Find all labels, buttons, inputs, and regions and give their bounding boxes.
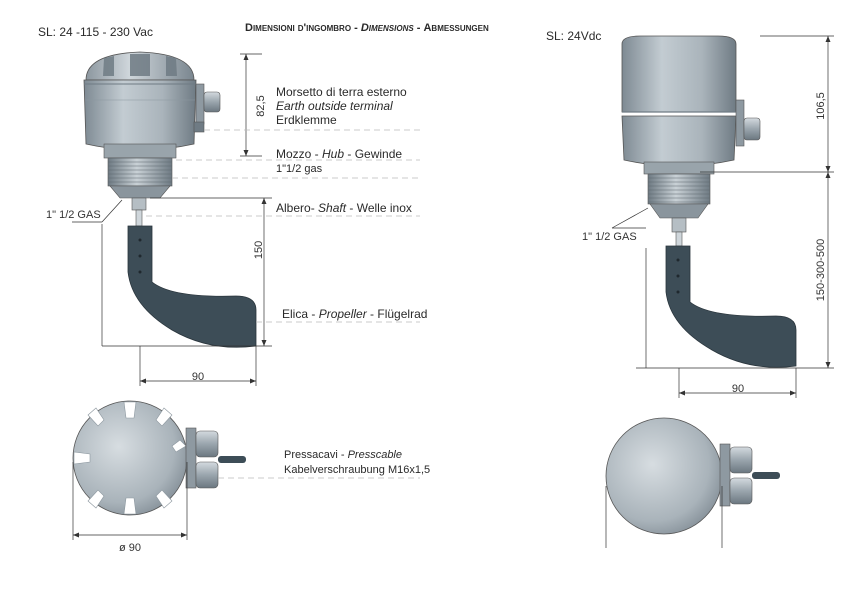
dc-housing-bottom xyxy=(621,115,737,167)
dc-cable-gland xyxy=(743,117,761,141)
ac-dimension-lines xyxy=(72,53,272,386)
earth-terminal-italian: Morsetto di terra esterno xyxy=(276,85,407,99)
dc-housing-top xyxy=(621,35,737,113)
hub-label-italian: Mozzo - xyxy=(276,147,322,161)
earth-terminal-english: Earth outside terminal xyxy=(276,99,393,113)
ac-top-dimension xyxy=(72,462,188,540)
title-italian: Dimensioni d'ingombro xyxy=(245,22,351,34)
dc-top-gland-upper xyxy=(729,446,753,474)
ac-shaft-length-value: 150 xyxy=(253,241,265,259)
drawing-title: Dimensioni d'ingombro - Dimensions - Abm… xyxy=(245,22,489,34)
ac-shaft xyxy=(135,209,143,227)
hub-label-english: Hub xyxy=(322,147,344,161)
title-sep-1: - xyxy=(351,22,361,34)
ac-diameter-value: ø 90 xyxy=(119,542,141,554)
dc-propeller xyxy=(665,245,797,368)
shaft-label-italian: Albero- xyxy=(276,201,318,215)
propeller-label-german: - Flügelrad xyxy=(367,307,428,321)
dc-dimension-lines xyxy=(611,35,834,398)
right-supply-label: SL: 24Vdc xyxy=(546,29,601,43)
title-english: Dimensions xyxy=(361,22,415,34)
propeller-label-italian: Elica - xyxy=(282,307,319,321)
hub-label-german: - Gewinde xyxy=(344,147,402,161)
ac-propeller xyxy=(127,225,257,348)
dc-switch-top-view xyxy=(605,417,780,535)
earth-terminal-german: Erdklemme xyxy=(276,113,337,127)
cable-gland-label-italian: Pressacavi - xyxy=(284,449,348,461)
dc-shaft-collar xyxy=(671,217,687,233)
cable-gland-label-german: Kabelverschraubung M16x1,5 xyxy=(284,464,430,476)
dc-top-gland-lower xyxy=(729,477,753,505)
shaft-label-german: - Welle inox xyxy=(346,201,412,215)
ac-cap-notches xyxy=(103,54,177,76)
dc-shaft-length-value: 150-300-500 xyxy=(815,239,827,301)
dc-width-value: 90 xyxy=(732,383,744,395)
ac-head-height-value: 82,5 xyxy=(255,95,267,116)
ac-dimension-arrows xyxy=(140,54,267,384)
ac-earth-terminal xyxy=(193,121,205,133)
ac-housing-body xyxy=(83,79,197,151)
cable-gland-label-english: Presscable xyxy=(348,449,402,461)
ac-leader-dashes xyxy=(146,129,420,323)
hub-label: Mozzo - Hub - Gewinde xyxy=(276,147,402,161)
ac-gas-thread-label: 1" 1/2 GAS xyxy=(46,209,101,221)
ac-neck xyxy=(103,143,177,159)
ac-side-boss xyxy=(195,83,205,125)
ac-switch-side-view xyxy=(83,51,257,348)
ac-switch-top-view xyxy=(72,400,246,516)
propeller-label-english: Propeller xyxy=(319,307,368,321)
dc-top-disc xyxy=(605,417,723,535)
dc-hub-taper xyxy=(649,203,709,219)
ac-top-gland-lower xyxy=(195,461,219,489)
ac-top-gland-upper xyxy=(195,430,219,458)
title-german: Abmessungen xyxy=(423,22,489,34)
ac-cable-gland xyxy=(203,91,221,113)
dc-gas-thread-label: 1" 1/2 GAS xyxy=(582,231,637,243)
dc-top-cable xyxy=(752,472,780,479)
shaft-label: Albero- Shaft - Welle inox xyxy=(276,201,412,215)
propeller-label: Elica - Propeller - Flügelrad xyxy=(282,307,427,321)
ac-width-value: 90 xyxy=(192,371,204,383)
cable-gland-label: Pressacavi - Presscable xyxy=(284,449,402,461)
title-sep-2: - xyxy=(414,22,424,34)
ac-top-cable xyxy=(218,456,246,463)
dc-switch-side-view xyxy=(621,35,797,368)
shaft-label-english: Shaft xyxy=(318,201,347,215)
dc-shaft xyxy=(675,231,683,247)
ac-hub-taper xyxy=(109,185,171,199)
ac-top-disc-notches xyxy=(73,401,187,515)
ac-shaft-collar xyxy=(131,197,147,211)
left-supply-label: SL: 24 -115 - 230 Vac xyxy=(38,25,153,39)
dc-head-height-value: 106,5 xyxy=(815,92,827,120)
hub-thread-label: 1"1/2 gas xyxy=(276,163,323,175)
